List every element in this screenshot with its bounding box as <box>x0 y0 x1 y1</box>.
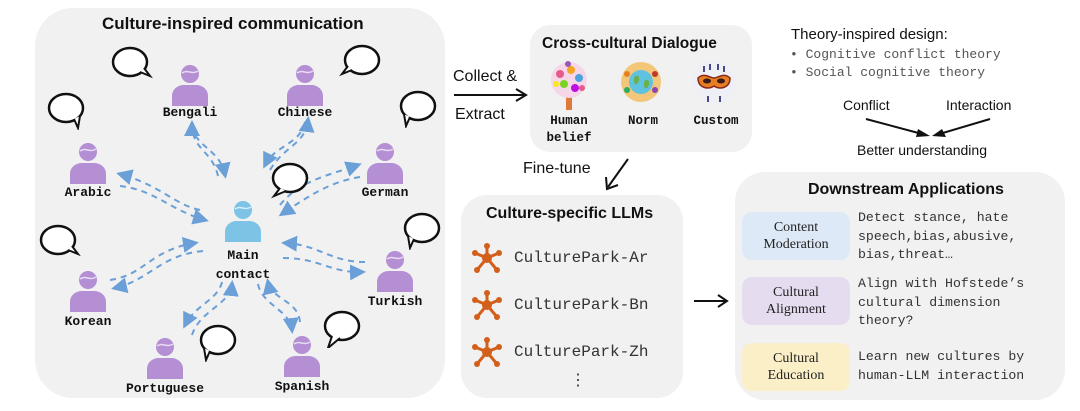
person-icon-chinese <box>287 65 323 106</box>
llm-model-item: CulturePark-Zh <box>472 337 648 367</box>
speech-bubble-icon <box>399 90 437 128</box>
speech-bubble-icon <box>339 44 381 77</box>
main-contact-icon <box>225 201 261 242</box>
arrow-german-out <box>279 161 362 206</box>
theory-conflict: Conflict <box>843 97 890 113</box>
person-icon-spanish <box>284 336 320 377</box>
speech-bubble-icon <box>323 310 361 348</box>
speech-bubble-icon <box>111 46 153 79</box>
dialogue-label-norm: Norm <box>627 114 659 128</box>
theory-title: Theory-inspired design: <box>791 26 948 43</box>
theory-bullet-1-text: Cognitive conflict theory <box>805 47 1001 62</box>
language-label-korean: Korean <box>64 314 112 329</box>
communication-title: Culture-inspired communication <box>102 14 364 33</box>
llm-model-name: CulturePark-Bn <box>514 296 649 314</box>
arrow-bengali-out <box>189 125 231 179</box>
dialogue-label-belief: Human belief <box>546 113 591 147</box>
collect-label: Collect & <box>453 68 518 85</box>
arrow-korean-out <box>109 236 199 281</box>
person-icon-korean <box>70 271 106 312</box>
globe-norm-icon <box>621 62 661 102</box>
belief-tree-icon <box>551 61 587 110</box>
theory-interaction: Interaction <box>946 97 1012 113</box>
apps-title: Downstream Applications <box>808 181 1004 198</box>
dialogue-label-belief-line1: Human <box>550 114 588 128</box>
arrow-arabic-out <box>119 185 209 225</box>
arrow-korean-in <box>111 250 204 294</box>
language-label-chinese: Chinese <box>277 105 333 120</box>
llm-model-name: CulturePark-Zh <box>514 343 649 361</box>
main-contact-label-line1: Main <box>227 248 259 263</box>
arrow-chinese-in <box>263 121 306 169</box>
app-desc-content-moderation: Detect stance, hate speech,bias,abusive,… <box>858 210 1017 262</box>
mask-custom-icon <box>692 60 736 104</box>
network-node-icon <box>472 243 502 273</box>
arrow-bengali-in <box>184 120 219 177</box>
language-label-bengali: Bengali <box>162 105 218 120</box>
finetune-label: Fine-tune <box>523 160 591 177</box>
person-icon-german <box>367 143 403 184</box>
llm-model-item: CulturePark-Ar <box>472 243 648 273</box>
person-icon-bengali <box>172 65 208 106</box>
llm-to-apps-arrow <box>694 294 729 308</box>
language-label-portuguese: Portuguese <box>125 381 205 396</box>
theory-converging-arrows <box>865 118 991 137</box>
person-icon-arabic <box>70 143 106 184</box>
arrow-turkish-out <box>282 257 366 281</box>
llm-title: Culture-specific LLMs <box>486 205 654 222</box>
arrow-chinese-out <box>269 116 315 171</box>
arrow-arabic-in <box>116 169 201 211</box>
dialogue-title: Cross-cultural Dialogue <box>542 35 717 52</box>
language-label-arabic: Arabic <box>64 185 112 200</box>
theory-bullet-2: • Social cognitive theory <box>790 65 986 80</box>
language-label-german: German <box>361 185 409 200</box>
communication-arrows <box>109 116 366 336</box>
arrow-spanish-in <box>262 278 301 323</box>
speech-bubble-icon <box>47 92 85 130</box>
person-icon-portuguese <box>147 338 183 379</box>
theory-bullet-1: • Cognitive conflict theory <box>790 47 1001 62</box>
arrow-portuguese-out <box>183 281 223 329</box>
theory-bullet-2-text: Social cognitive theory <box>805 65 986 80</box>
language-label-turkish: Turkish <box>367 294 423 309</box>
app-desc-cultural-alignment: Align with Hofstede’s cultural dimension… <box>858 276 1025 328</box>
speech-bubble-icon <box>403 212 441 250</box>
main-contact-label-line2: contact <box>215 267 271 282</box>
person-icon-turkish <box>377 251 413 292</box>
app-desc-cultural-education: Learn new cultures by human-LLM interact… <box>858 349 1025 383</box>
arrow-portuguese-in <box>191 280 239 336</box>
theory-result: Better understanding <box>857 142 987 158</box>
network-node-icon <box>472 290 502 320</box>
llm-more-ellipsis: ⋮ <box>570 372 586 389</box>
app-label-cultural-education: Cultural Education <box>742 343 850 391</box>
dialogue-label-custom: Custom <box>693 114 739 128</box>
speech-bubble-icon <box>199 324 237 362</box>
language-label-spanish: Spanish <box>274 379 330 394</box>
app-label-content-moderation: Content Moderation <box>742 212 850 260</box>
collect-extract-arrow <box>454 88 528 102</box>
finetune-arrow <box>605 158 629 191</box>
arrow-german-in <box>278 176 361 217</box>
arrow-spanish-out <box>257 283 299 334</box>
speech-bubble-icon <box>271 162 309 199</box>
llm-model-name: CulturePark-Ar <box>514 249 649 267</box>
app-label-cultural-alignment: Cultural Alignment <box>742 277 850 325</box>
llm-model-item: CulturePark-Bn <box>472 290 648 320</box>
extract-label: Extract <box>455 106 505 123</box>
dialogue-label-belief-line2: belief <box>546 131 592 145</box>
speech-bubble-icon <box>39 224 81 257</box>
network-node-icon <box>472 337 502 367</box>
